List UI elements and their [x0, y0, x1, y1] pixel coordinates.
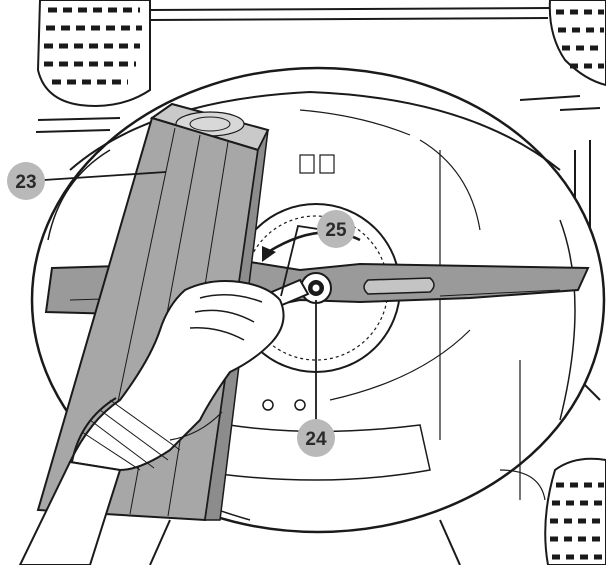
chassis-frame	[35, 7, 601, 565]
callout-24-label: 24	[305, 429, 327, 450]
blade-bolt	[300, 272, 332, 304]
gloved-hand	[68, 280, 285, 472]
rotation-arrow-head	[262, 246, 276, 262]
arm-sleeve	[18, 460, 122, 565]
callout-25-label: 25	[325, 220, 347, 241]
wheel-rear-right	[548, 0, 606, 87]
callout-25: 25	[317, 210, 355, 248]
callout-23: 23	[7, 162, 45, 200]
callout-23-label: 23	[15, 172, 36, 193]
leader-line-25	[280, 224, 319, 297]
wheel-rear-left	[36, 0, 151, 107]
callout-24: 24	[297, 419, 335, 457]
leader-line-23	[43, 171, 167, 181]
wheel-front-right	[544, 457, 606, 565]
